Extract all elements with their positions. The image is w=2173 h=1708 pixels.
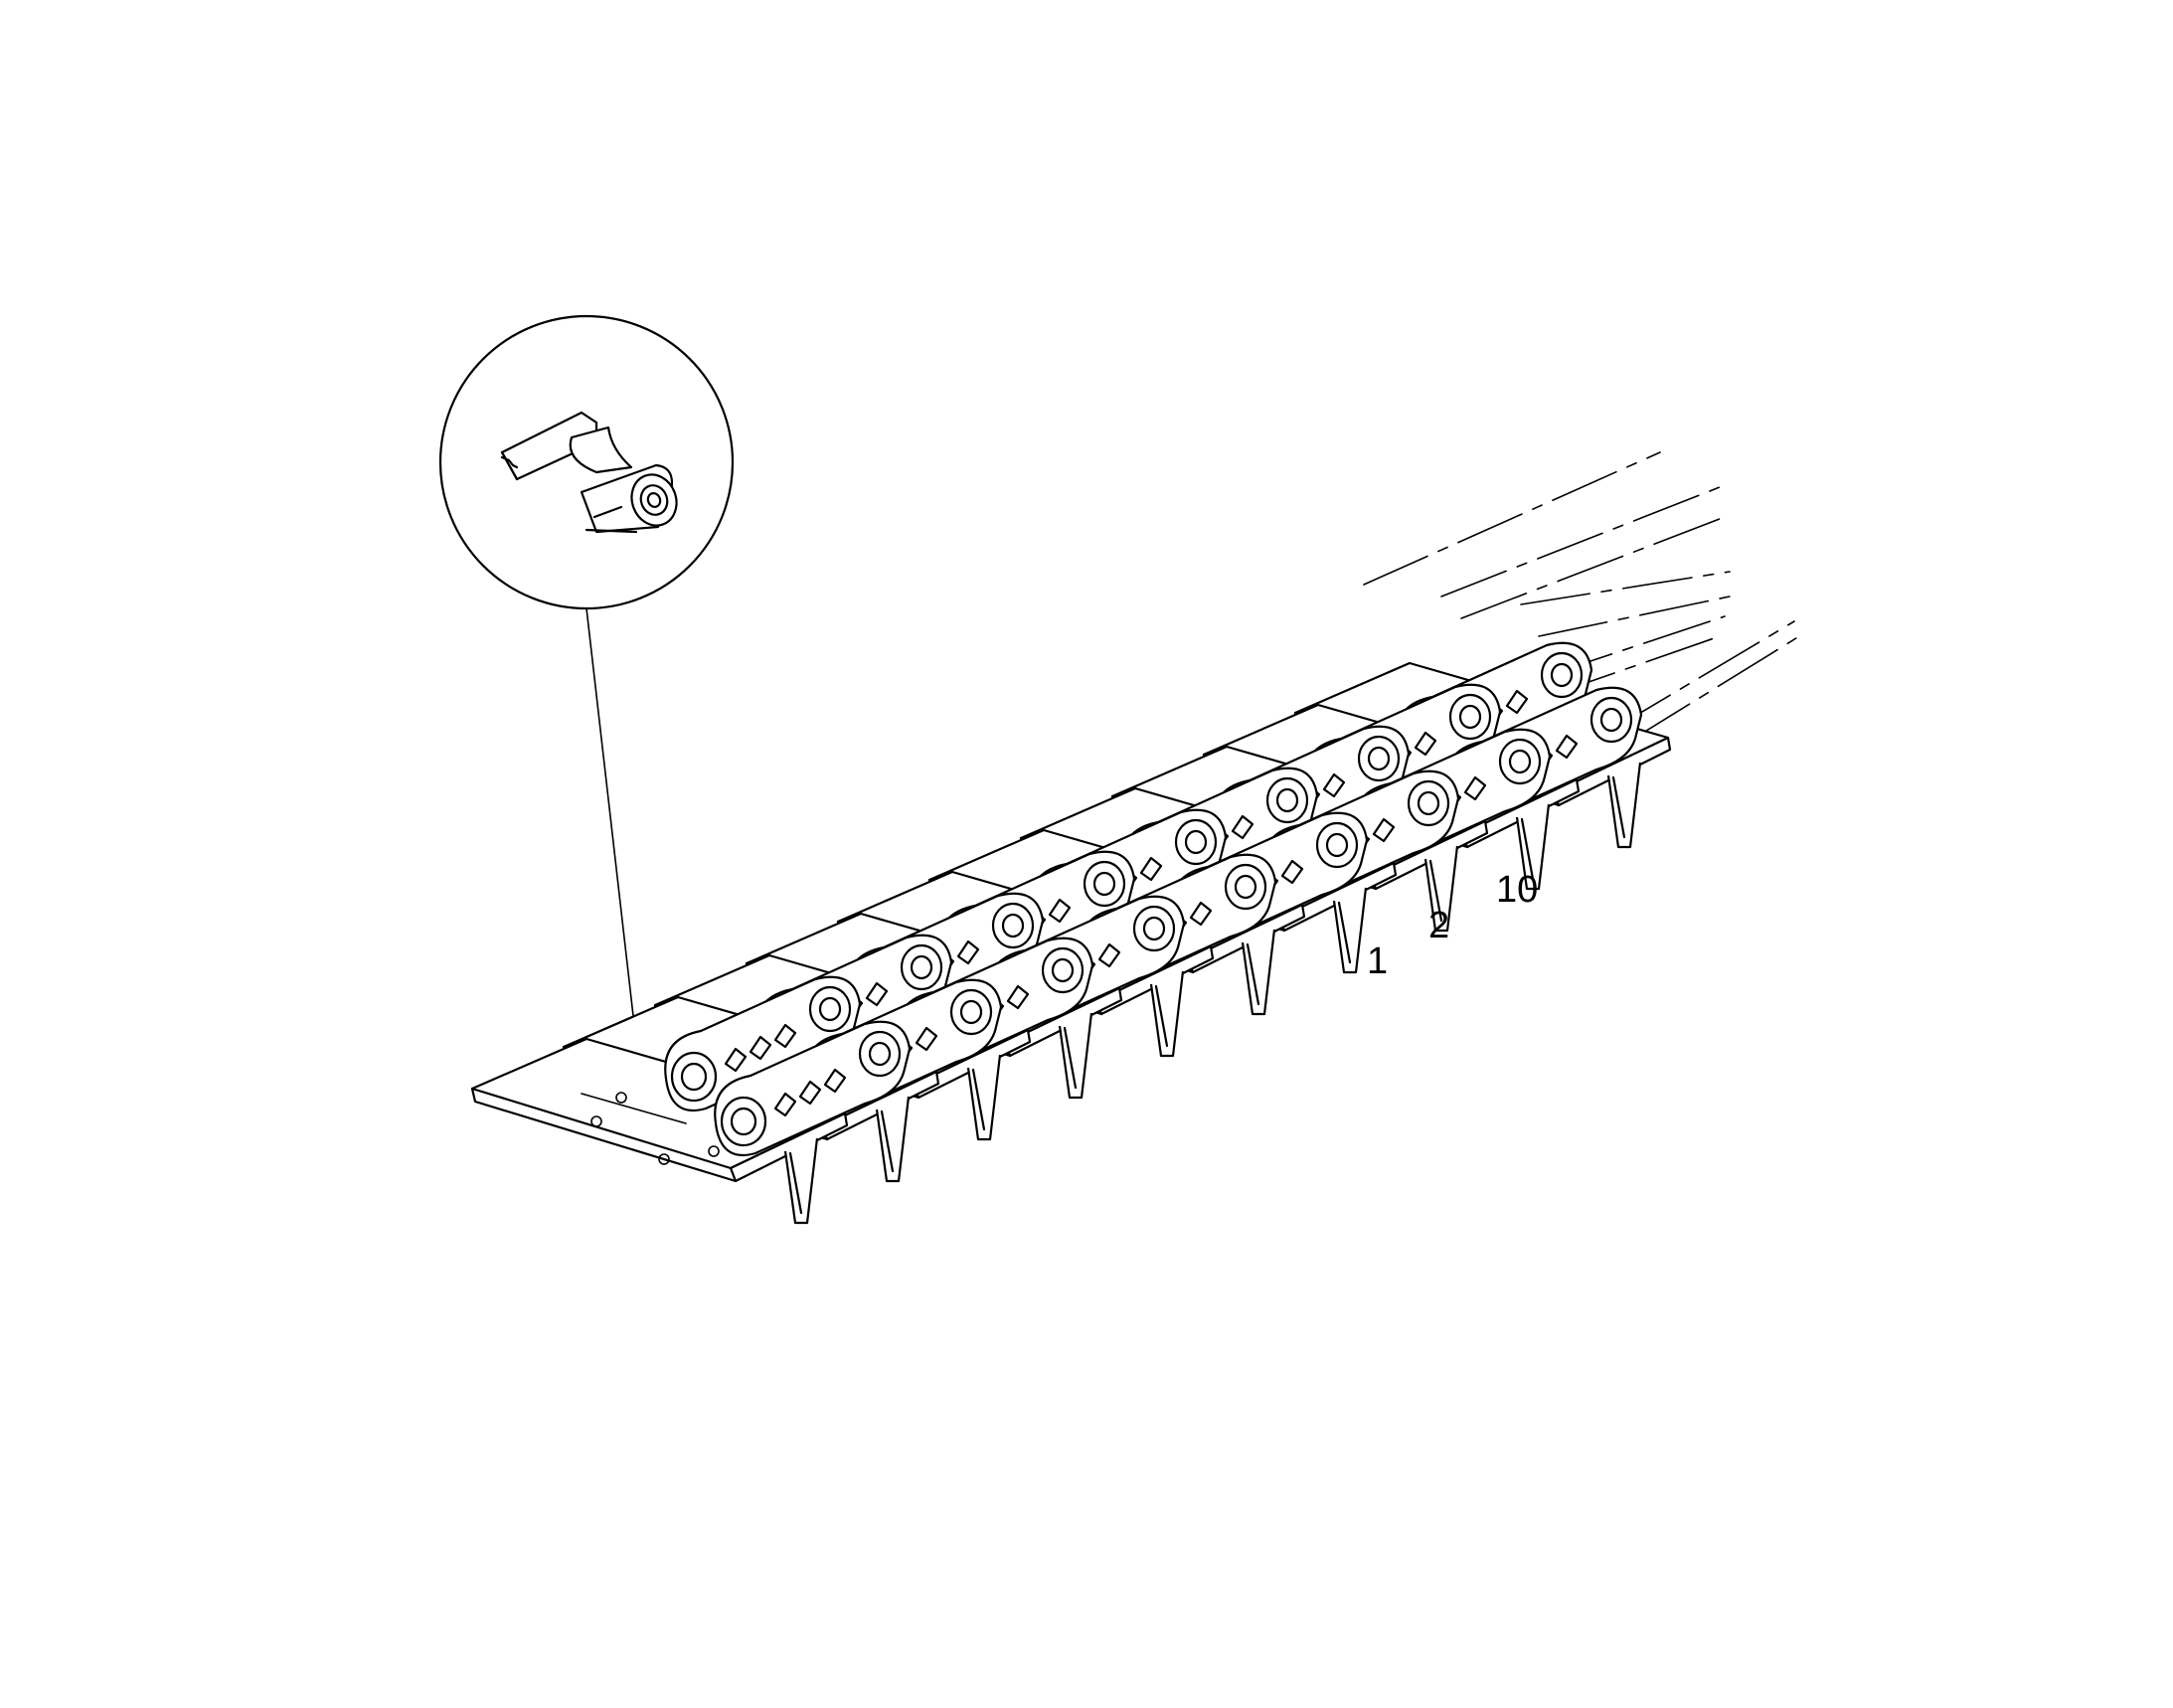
shoe-grouser: [1606, 762, 1642, 849]
back-chain-link: [664, 975, 862, 1112]
grouser-ridge: [1520, 817, 1535, 881]
link-end-pin: [1001, 913, 1025, 939]
link-end-pin: [1234, 874, 1257, 900]
grouser-ridge: [880, 1110, 895, 1173]
track-chain-links: [664, 641, 1643, 1157]
shoe-grouser: [783, 1137, 819, 1225]
link-end-pin: [1325, 832, 1349, 858]
grouser-ridge: [1154, 984, 1169, 1048]
shoe-grouser: [1332, 887, 1368, 974]
link-end-pin: [818, 996, 842, 1022]
link-end-pin: [1142, 916, 1166, 941]
shoe-bevel: [470, 1087, 738, 1183]
link-end-pin: [868, 1041, 892, 1067]
master-pin-detail: [500, 411, 678, 534]
link-end-pin: [1550, 662, 1574, 688]
shoe-grouser: [1149, 970, 1185, 1058]
grouser-ridge: [971, 1068, 986, 1131]
callout-1: 1: [1367, 940, 1389, 982]
link-windows: [773, 1068, 847, 1117]
link-pin: [730, 1107, 757, 1136]
shoe-edge: [729, 1111, 849, 1183]
link-end-pin: [1367, 746, 1391, 771]
shoe-grouser: [966, 1054, 1002, 1141]
grouser-ridge: [1428, 859, 1443, 923]
grouser-ridge: [1337, 901, 1352, 964]
grouser-ridge: [1246, 942, 1260, 1006]
shoe-grouser: [1241, 929, 1276, 1016]
link-end-pin: [1417, 790, 1440, 816]
link-end-pin: [1275, 787, 1299, 813]
link-end-pin: [1508, 749, 1532, 774]
detail-view: [438, 314, 735, 1129]
shoe-grouser: [1423, 845, 1459, 933]
shoe-grouser: [875, 1096, 911, 1183]
shoe-grouser: [1058, 1012, 1093, 1100]
grouser-ridge: [788, 1151, 803, 1215]
link-end-pin: [1458, 704, 1482, 730]
link-end-pin: [1051, 957, 1075, 983]
link-end-pin: [1092, 871, 1116, 897]
link-windows: [724, 1023, 797, 1073]
grouser-ridge: [1611, 775, 1626, 839]
grouser-ridge: [1063, 1026, 1078, 1090]
shoe-bolt-holes: [590, 1092, 720, 1165]
link-pin: [680, 1062, 708, 1092]
link-end-pin: [959, 999, 983, 1025]
link-end-pin: [910, 954, 933, 980]
callout-10: 10: [1496, 869, 1539, 911]
shoe-grouser: [1515, 803, 1551, 891]
link-end-pin: [1599, 707, 1623, 733]
front-chain-link: [714, 1020, 912, 1157]
shoe-groove: [581, 1093, 687, 1124]
callout-2: 2: [1428, 905, 1450, 946]
link-end-pin: [1184, 829, 1208, 855]
